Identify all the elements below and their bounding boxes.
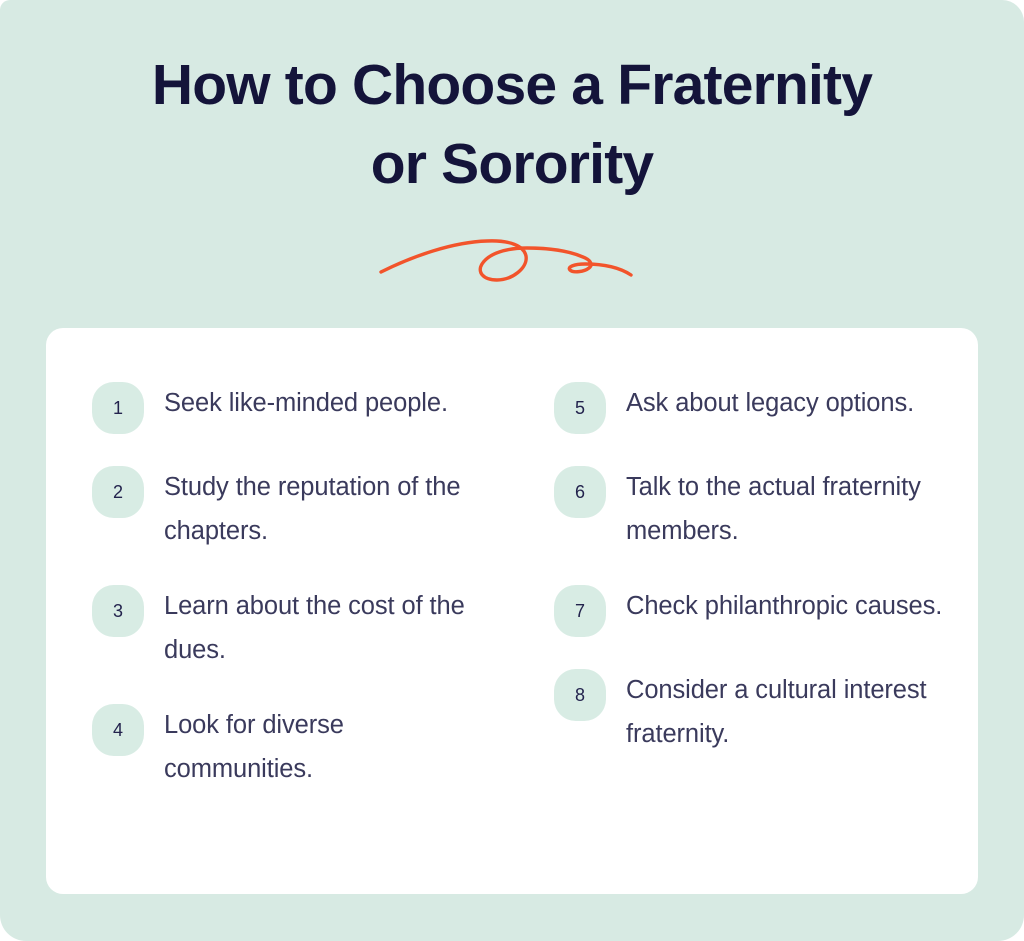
list-item-number-badge: 5	[554, 382, 606, 434]
list-item: 7 Check philanthropic causes.	[554, 583, 960, 638]
list-item-number-badge: 7	[554, 585, 606, 638]
list-item: 6 Talk to the actual fraternity members.	[554, 464, 960, 553]
tips-column-right: 5 Ask about legacy options. 6 Talk to th…	[512, 380, 978, 894]
list-item: 2 Study the reputation of the chapters.	[92, 464, 494, 553]
tips-column-left: 1 Seek like-minded people. 2 Study the r…	[46, 380, 512, 894]
list-item-number-badge: 8	[554, 669, 606, 722]
list-item-text: Check philanthropic causes.	[626, 592, 943, 621]
list-item: 4 Look for diverse communities.	[92, 702, 494, 791]
list-item-text: Ask about legacy options.	[626, 389, 915, 417]
list-item-text: Talk to the actual fraternity members.	[626, 473, 921, 545]
list-item: 1 Seek like-minded people.	[92, 380, 494, 434]
list-item-number-badge: 1	[92, 382, 144, 434]
list-item-number-badge: 4	[92, 704, 144, 757]
squiggle-flourish-icon	[379, 239, 633, 282]
page-title-line-2: or Sorority	[370, 131, 654, 196]
divider-flourish	[0, 228, 1024, 298]
list-item-text: Study the reputation of the chapters.	[164, 473, 461, 545]
tips-card: 1 Seek like-minded people. 2 Study the r…	[46, 328, 978, 894]
tips-columns: 1 Seek like-minded people. 2 Study the r…	[46, 328, 978, 894]
list-item: 3 Learn about the cost of the dues.	[92, 583, 494, 672]
list-item-number-badge: 6	[554, 466, 606, 518]
list-item-number-badge: 3	[92, 585, 144, 638]
list-item: 8 Consider a cultural interest fraternit…	[554, 667, 960, 756]
list-item-text: Look for diverse communities.	[164, 711, 344, 783]
page-title: How to Choose a Fraternity or Sorority	[0, 46, 1024, 203]
page-title-line-1: How to Choose a Fraternity	[151, 53, 873, 117]
list-item-number-badge: 2	[92, 466, 144, 518]
list-item-text: Seek like-minded people.	[164, 389, 448, 417]
list-item-text: Consider a cultural interest fraternity.	[626, 676, 927, 748]
list-item: 5 Ask about legacy options.	[554, 380, 960, 434]
list-item-text: Learn about the cost of the dues.	[164, 592, 465, 664]
heading-block: How to Choose a Fraternity or Sorority	[0, 46, 1024, 203]
